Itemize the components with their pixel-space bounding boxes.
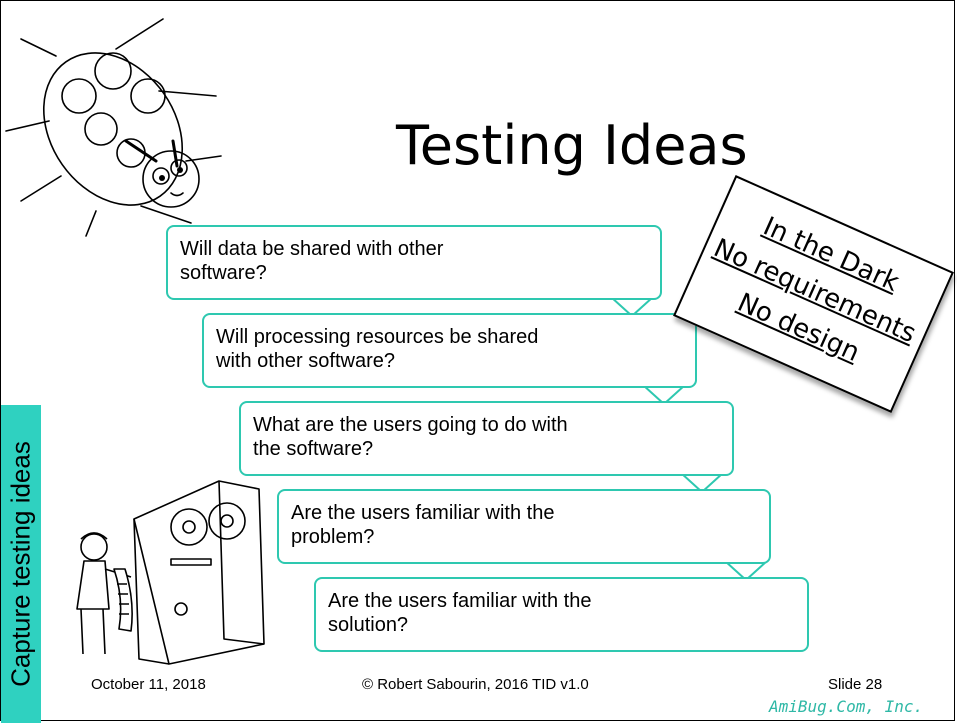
- side-label-banner: Capture testing ideas: [1, 405, 41, 723]
- question-box-5: Are the users familiar with the solution…: [314, 577, 809, 652]
- question-text: Are the users familiar with the problem?: [291, 502, 555, 548]
- question-box-3: What are the users going to do with the …: [239, 401, 734, 476]
- side-label-text: Capture testing ideas: [5, 441, 36, 687]
- question-box-4: Are the users familiar with the problem?: [277, 489, 771, 564]
- footer-slide-number: Slide 28: [828, 676, 883, 693]
- footer-date: October 11, 2018: [91, 676, 206, 693]
- question-box-2: Will processing resources be shared with…: [202, 313, 697, 388]
- question-text: What are the users going to do with the …: [253, 414, 568, 460]
- question-text: Will data be shared with other software?: [180, 238, 444, 284]
- stamp-callout: In the Dark No requirements No design: [673, 175, 954, 413]
- footer-brand: AmiBug.Com, Inc.: [769, 697, 924, 716]
- slide-title: Testing Ideas: [396, 114, 748, 177]
- question-text: Are the users familiar with the solution…: [328, 590, 592, 636]
- question-text: Will processing resources be shared with…: [216, 326, 539, 372]
- question-box-1: Will data be shared with other software?: [166, 225, 662, 300]
- tester-with-tape-machine-illustration: [76, 480, 265, 665]
- ladybug-illustration: [5, 18, 222, 237]
- footer-copyright: © Robert Sabourin, 2016 TID v1.0: [362, 676, 589, 693]
